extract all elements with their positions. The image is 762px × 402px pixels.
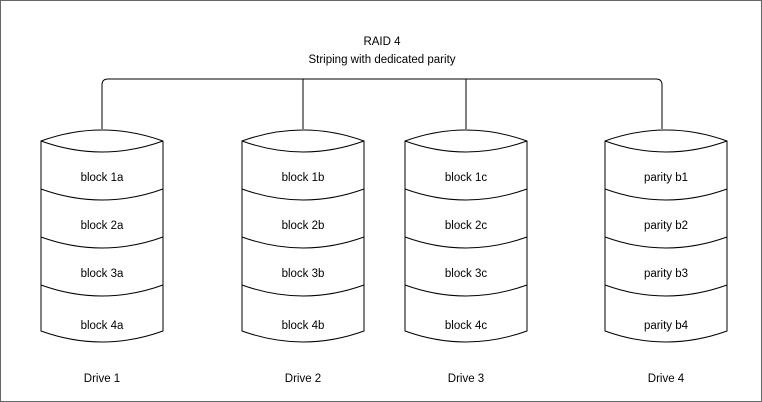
drive-2-label: Drive 2 <box>285 373 321 385</box>
diagram-subtitle-line2: Striping with dedicated parity <box>308 54 455 66</box>
drive-2-divider-3 <box>241 284 365 297</box>
drive-1-divider-3 <box>40 284 164 297</box>
drive-2-block-1-label: block 1b <box>282 172 325 184</box>
drive-1-divider-1 <box>40 188 164 201</box>
drive-3-block-1-label: block 1c <box>445 172 487 184</box>
drive-4-block-2-label: parity b2 <box>644 220 688 232</box>
drive-1-block-4-label: block 4a <box>81 320 124 332</box>
drive-4-cylinder-body <box>604 129 728 343</box>
drive-4-divider-2 <box>604 236 728 249</box>
drive-1-divider-2 <box>40 236 164 249</box>
drive-3-group[interactable]: block 1c block 2c block 3c block 4c Driv… <box>404 129 528 385</box>
drive-3-label: Drive 3 <box>448 373 484 385</box>
drive-4-divider-1 <box>604 188 728 201</box>
drive-2-cylinder-body <box>241 129 365 343</box>
drive-4-label: Drive 4 <box>648 373 685 385</box>
drive-3-divider-1 <box>404 188 528 201</box>
drive-2-group[interactable]: block 1b block 2b block 3b block 4b Driv… <box>241 129 365 385</box>
drive-4-divider-3 <box>604 284 728 297</box>
drive-3-top-ellipse-front <box>404 140 528 153</box>
drive-3-block-2-label: block 2c <box>445 220 487 232</box>
diagram-title-line1: RAID 4 <box>363 36 401 48</box>
drive-2-block-4-label: block 4b <box>282 320 325 332</box>
drive-2-divider-2 <box>241 236 365 249</box>
drive-1-block-2-label: block 2a <box>81 220 124 232</box>
bus-horizontal-rail <box>101 78 663 129</box>
drive-3-divider-3 <box>404 284 528 297</box>
drive-4-group[interactable]: parity b1 parity b2 parity b3 parity b4 … <box>604 129 728 385</box>
drive-1-block-3-label: block 3a <box>81 268 124 280</box>
drive-4-top-ellipse-front <box>604 140 728 153</box>
drive-1-block-1-label: block 1a <box>81 172 124 184</box>
drive-1-label: Drive 1 <box>84 373 120 385</box>
controller-bus <box>101 78 663 129</box>
drive-1-top-ellipse-front <box>40 140 164 153</box>
drive-2-top-ellipse-front <box>241 140 365 153</box>
drive-3-block-4-label: block 4c <box>445 320 487 332</box>
drive-2-block-2-label: block 2b <box>282 220 325 232</box>
drive-3-block-3-label: block 3c <box>445 268 487 280</box>
drive-3-divider-2 <box>404 236 528 249</box>
drive-4-block-3-label: parity b3 <box>644 268 688 280</box>
drive-2-divider-1 <box>241 188 365 201</box>
drive-4-block-1-label: parity b1 <box>644 172 688 184</box>
drive-4-block-4-label: parity b4 <box>644 320 689 332</box>
drive-2-block-3-label: block 3b <box>282 268 325 280</box>
drive-1-cylinder-body <box>40 129 164 343</box>
drive-3-cylinder-body <box>404 129 528 343</box>
drive-1-group[interactable]: block 1a block 2a block 3a block 4a Driv… <box>40 129 164 385</box>
